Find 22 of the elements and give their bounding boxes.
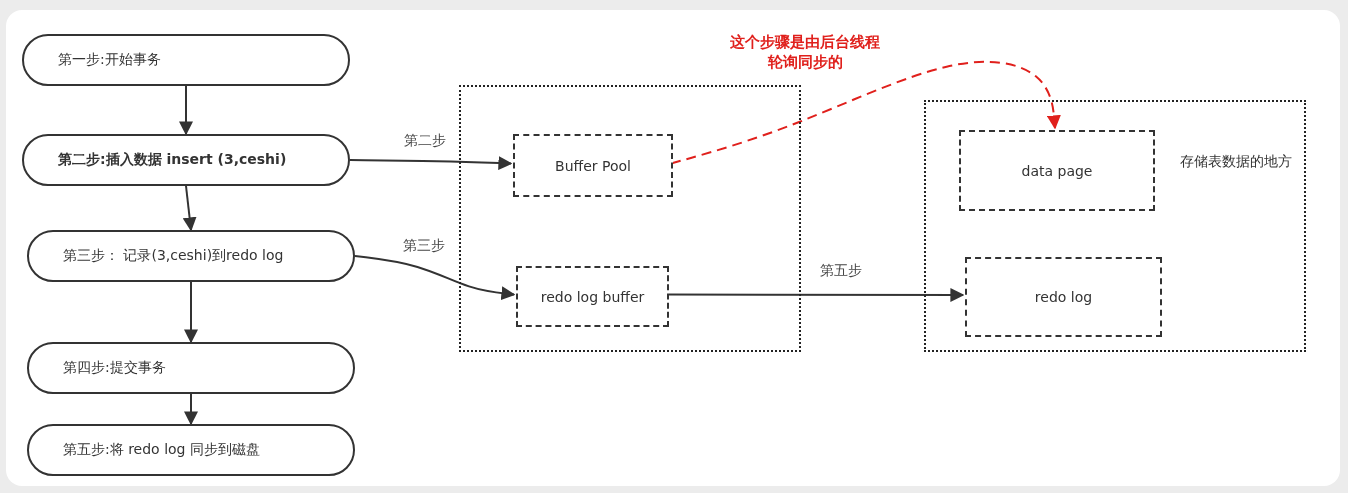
process-box: 第二步:插入数据 insert (3,ceshi) (22, 134, 350, 186)
arrow (349, 156, 513, 171)
dashed-box: data page (959, 130, 1155, 211)
edge-label: 第三步 (401, 237, 447, 255)
process-box: 第一步:开始事务 (22, 34, 350, 86)
note-text: 存储表数据的地方 (1179, 152, 1293, 171)
dotted-box (459, 85, 801, 352)
arrow (179, 85, 193, 136)
dashed-box: redo log (965, 257, 1162, 337)
dotted-container (924, 100, 1306, 352)
dashed-box: Buffer Pool (513, 134, 673, 197)
dashed-box: redo log buffer (516, 266, 669, 327)
arrow (354, 255, 516, 301)
arrow (184, 393, 198, 426)
arrow (182, 185, 197, 232)
edge-label: 第五步 (818, 262, 864, 280)
edge-label: 这个步骤是由后台线程轮询同步的 (729, 32, 881, 72)
process-box: 第三步： 记录(3,ceshi)到redo log (27, 230, 355, 282)
process-box: 第五步:将 redo log 同步到磁盘 (27, 424, 355, 476)
edge-label: 第二步 (402, 132, 448, 150)
arrow (184, 281, 198, 344)
process-box: 第四步:提交事务 (27, 342, 355, 394)
